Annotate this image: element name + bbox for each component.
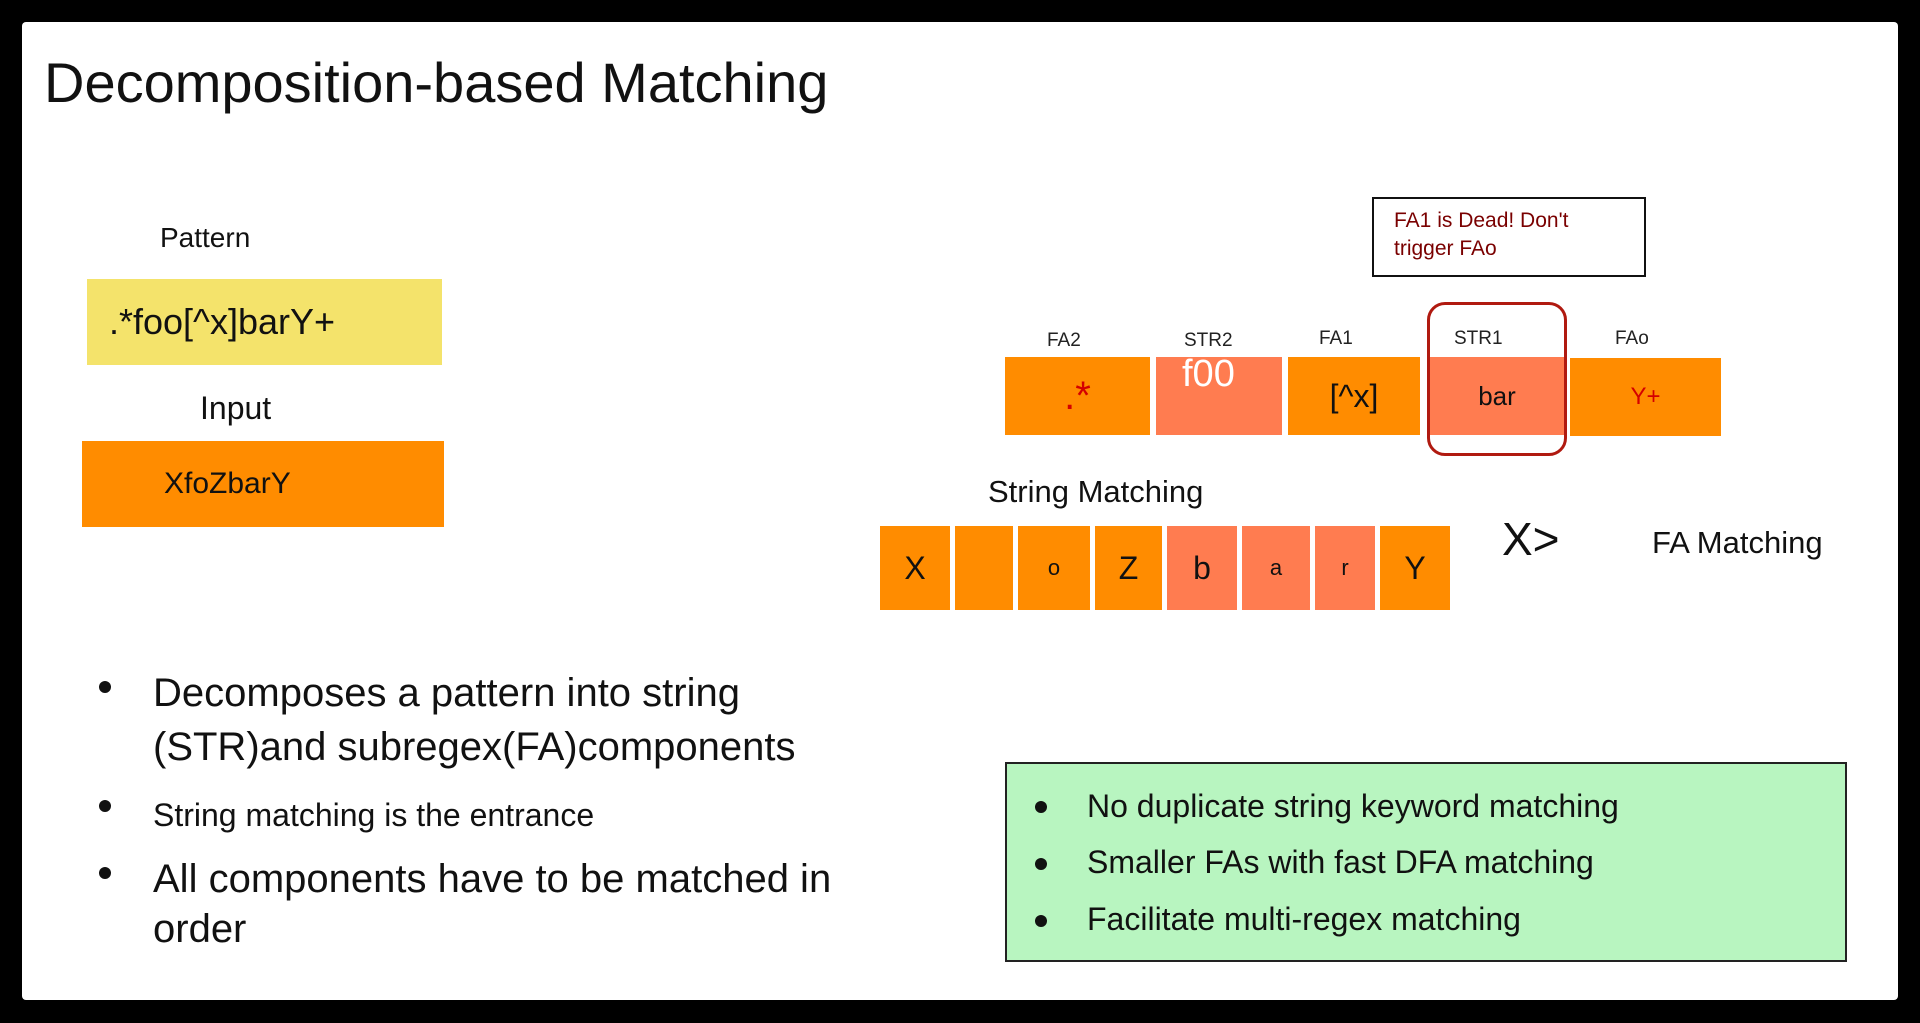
arrow-text: X>	[1502, 513, 1560, 565]
component-str1-content: bar	[1478, 380, 1516, 411]
bullet-text: All components have to be matched in	[153, 857, 832, 901]
bullet-dot	[99, 867, 111, 879]
pattern-value: .*foo[^x]barY+	[109, 301, 336, 342]
dead-fa-note-line2: trigger FAo	[1394, 237, 1497, 260]
component-label-fa1: FA1	[1319, 328, 1353, 349]
bullet-dot	[1035, 801, 1047, 813]
component-label-fao: FAo	[1615, 328, 1649, 349]
input-char-box: o	[1018, 526, 1090, 610]
input-char-box: b	[1167, 526, 1237, 610]
input-char: a	[1269, 555, 1283, 580]
input-char-box: Y	[1380, 526, 1450, 610]
input-char-box: a	[1242, 526, 1310, 610]
component-fa2-content: .*	[1064, 373, 1091, 418]
slide-title: Decomposition-based Matching	[44, 51, 829, 114]
benefits-box: No duplicate string keyword matching Sma…	[1005, 762, 1847, 962]
bullet-dot	[99, 800, 111, 812]
input-char: r	[1341, 555, 1349, 580]
benefit-item: Smaller FAs with fast DFA matching	[1087, 844, 1594, 880]
input-char-box	[955, 526, 1013, 610]
input-char: Z	[1118, 549, 1139, 586]
input-box: XfoZbarY	[82, 441, 444, 527]
input-value: XfoZbarY	[164, 467, 291, 500]
string-matching-label: String Matching	[988, 474, 1204, 509]
slide: Decomposition-based Matching Pattern .*f…	[22, 22, 1898, 1000]
component-label-str1: STR1	[1454, 328, 1503, 349]
dead-fa-note: FA1 is Dead! Don't trigger FAo	[1372, 197, 1646, 277]
component-label-str2: STR2	[1184, 330, 1233, 351]
input-char: o	[1047, 555, 1061, 580]
component-str1: bar	[1427, 357, 1567, 435]
bullet-text: (STR)and subregex(FA)components	[153, 725, 796, 769]
fa-matching-label: FA Matching	[1652, 525, 1823, 560]
benefit-item: No duplicate string keyword matching	[1087, 788, 1619, 824]
component-str2: f00	[1156, 353, 1282, 435]
component-fao: Y+	[1570, 358, 1721, 436]
input-label: Input	[200, 390, 272, 426]
input-char: Y	[1404, 549, 1426, 586]
pattern-box: .*foo[^x]barY+	[87, 279, 442, 365]
bullet-dot	[1035, 858, 1047, 870]
input-char-box: Z	[1095, 526, 1162, 610]
component-label-fa2: FA2	[1047, 330, 1081, 351]
component-fa1-content: [^x]	[1329, 377, 1379, 414]
input-char-box: r	[1315, 526, 1375, 610]
input-char: b	[1193, 549, 1211, 586]
str1-highlight-ring	[1427, 302, 1567, 456]
component-fa1: [^x]	[1288, 357, 1420, 435]
component-fao-content: Y+	[1630, 383, 1661, 410]
bullet-text: String matching is the entrance	[153, 797, 595, 833]
benefit-item: Facilitate multi-regex matching	[1087, 901, 1521, 937]
dead-fa-note-line1: FA1 is Dead! Don't	[1394, 209, 1569, 232]
component-str2-content: f00	[1182, 353, 1235, 395]
bullet-dot	[99, 681, 111, 693]
bullet-text: Decomposes a pattern into string	[153, 671, 740, 715]
pattern-label: Pattern	[160, 222, 251, 253]
bullet-text: order	[153, 907, 247, 951]
input-char-box: X	[880, 526, 950, 610]
bullet-dot	[1035, 915, 1047, 927]
component-fa2: .*	[1005, 357, 1150, 435]
input-char: X	[904, 549, 926, 586]
